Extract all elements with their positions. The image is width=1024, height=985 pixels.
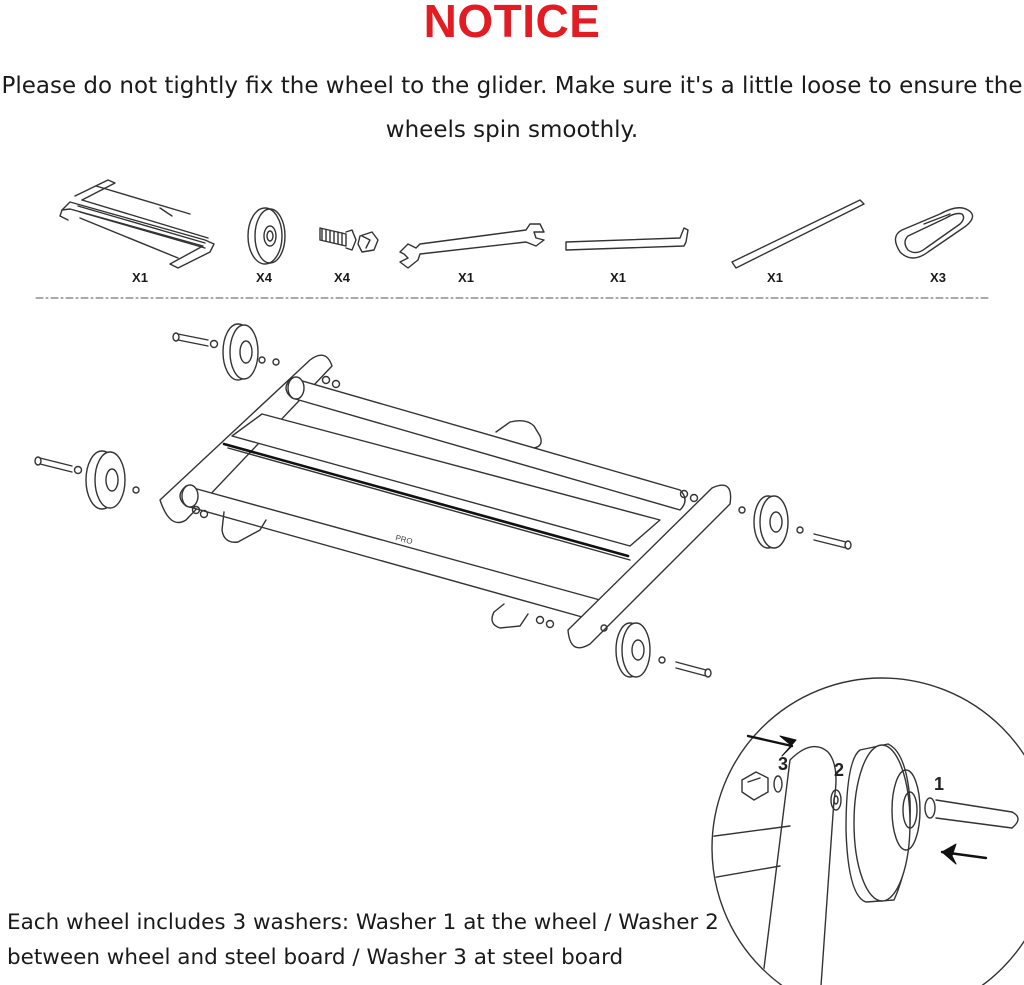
allen-key-qty: X1 [610,270,626,285]
glider-frame: PRO [159,354,732,649]
wheel-bottom-right [600,622,712,678]
washer-1-label: 1 [934,774,944,794]
washer-caption: Each wheel includes 3 washers: Washer 1 … [7,905,727,975]
notice-text: Please do not tightly fix the wheel to t… [0,64,1024,152]
glider-frame-icon [59,179,215,269]
carabiner-icon [894,207,974,259]
wheel-top-right [738,495,852,550]
caption-line-2: between wheel and steel board / Washer 3… [7,945,624,970]
washer-detail-callout: 3 2 1 [711,677,1024,985]
wheel-top-left [172,323,280,381]
washer-3-label: 3 [778,754,788,774]
wrench-icon [399,223,545,269]
carabiner-qty: X3 [930,270,946,285]
caption-line-1: Each wheel includes 3 washers: Washer 1 … [7,910,719,935]
notice-title: NOTICE [423,0,601,47]
rod-icon [731,199,865,269]
wheel-icon [247,207,286,265]
bolt-nut-qty: X4 [334,270,350,285]
svg-text:PRO: PRO [395,533,414,546]
rod-qty: X1 [767,270,783,285]
wheel-qty: X4 [256,270,272,285]
wrench-qty: X1 [458,270,474,285]
bolt-nut-icon [319,227,379,253]
allen-key-icon [565,227,689,251]
notice-line-2: wheels spin smoothly. [385,117,639,143]
wheel-bottom-left [34,450,140,510]
notice-line-1: Please do not tightly fix the wheel to t… [1,73,1023,99]
glider-frame-qty: X1 [132,270,148,285]
washer-2-label: 2 [834,760,844,780]
